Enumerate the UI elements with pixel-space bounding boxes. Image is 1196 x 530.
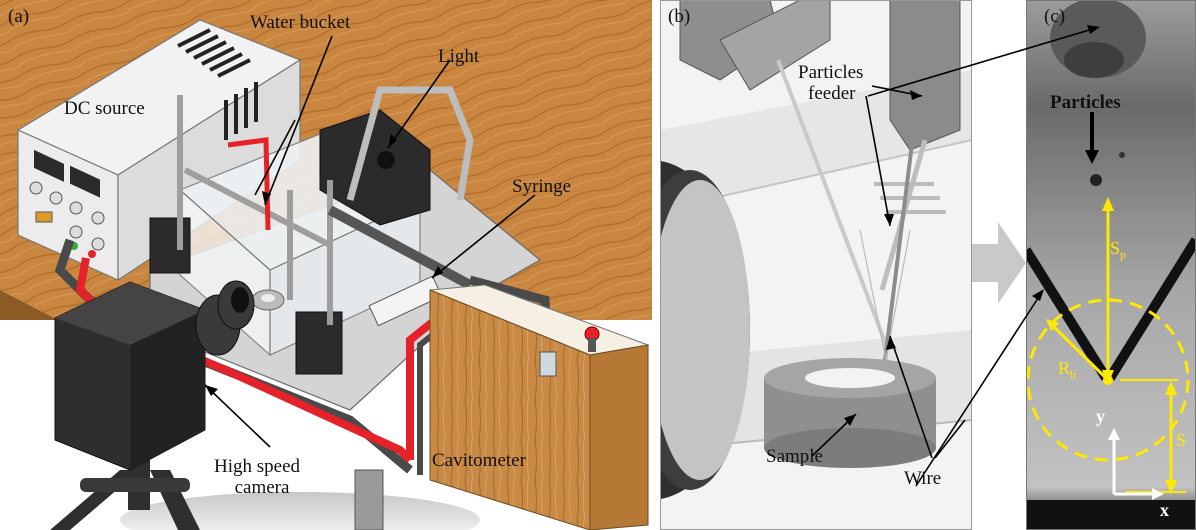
particles-label: Particles [1050,92,1121,113]
transition-arrow [972,222,1026,304]
setup-illustration [0,0,652,530]
sample-label: Sample [766,446,823,467]
panel-c-tag: (c) [1044,6,1066,27]
high-speed-camera-label: High speed camera [214,456,300,498]
high-speed-camera-label-line1: High speed [214,456,301,477]
camera-frame-image [1026,0,1196,530]
panel-a-setup: (a) DC source Water bucket Light Syringe… [0,0,652,530]
high-speed-camera-device [54,280,255,471]
particles-feeder-label-line2: feeder [808,83,856,104]
water-bucket-label: Water bucket [250,12,351,33]
panel-b-tag: (b) [668,6,691,27]
rb-label: Rb [1058,358,1076,383]
s-label: S [1176,430,1187,450]
dc-source-label: DC source [64,98,145,119]
panel-c-camera-frame: (c) Particles Sp Rb S y x [1026,0,1196,530]
rb-label-main: R [1058,358,1071,378]
panel-a-tag: (a) [8,6,30,27]
high-speed-camera-label-line2: camera [234,477,290,498]
rb-label-sub: b [1070,367,1077,382]
cavitometer-device [429,284,650,530]
sp-label-sub: p [1120,247,1127,262]
particles-feeder-label-line1: Particles [798,62,864,83]
wire-label: Wire [904,468,942,489]
light-label: Light [438,46,480,67]
camera-tripod [50,460,200,530]
syringe-label: Syringe [512,176,572,197]
y-axis-label: y [1096,406,1105,426]
sp-label-main: S [1110,238,1121,258]
particles-feeder-label: Particles feeder [798,62,863,104]
sp-label: Sp [1110,238,1126,263]
cavitometer-label: Cavitometer [432,450,526,471]
sample-cylinder [764,358,936,468]
panel-b-closeup: (b) Particles feeder Sample Wire [660,0,972,530]
x-axis-label: x [1160,500,1169,520]
syringe-device [327,205,473,327]
